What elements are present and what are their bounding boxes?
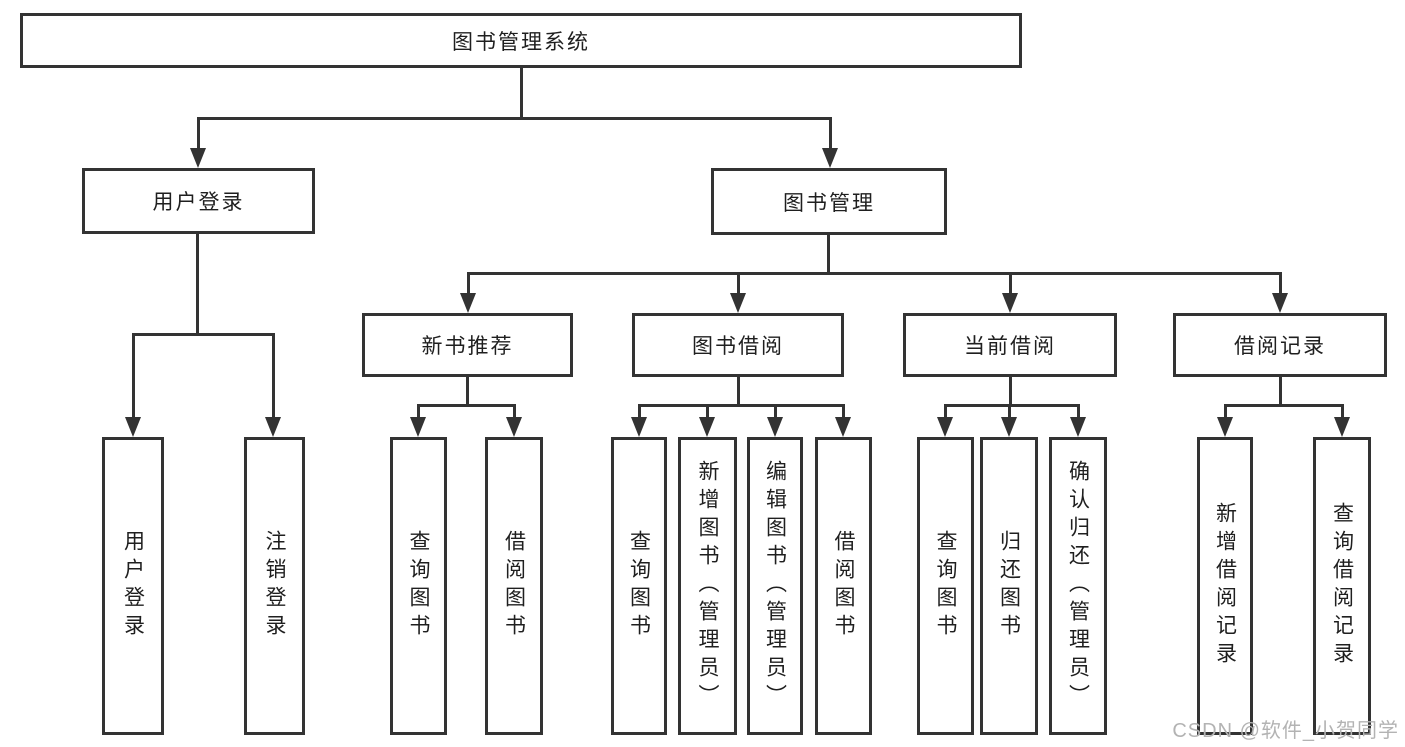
connector-line [467,272,1282,275]
connector-line [417,404,516,407]
arrow-down-icon [190,148,206,168]
arrow-down-icon [1217,417,1233,437]
connector-line [272,333,275,419]
connector-line [196,234,199,336]
leaf-borrow-book-1: 借阅图书 [485,437,543,735]
leaf-add-book: 新增图书（管理员） [678,437,737,735]
leaf-confirm-return: 确认归还（管理员） [1049,437,1107,735]
node-user-login-label: 用户登录 [152,191,245,214]
connector-line [520,68,523,120]
connector-line [1224,404,1227,420]
connector-line [829,117,832,150]
connector-line [827,235,830,275]
leaf-borrow-book-2-label: 借阅图书 [832,530,855,642]
leaf-edit-book-label: 编辑图书（管理员） [763,460,787,712]
arrow-down-icon [631,417,647,437]
leaf-add-record-label: 新增借阅记录 [1213,502,1237,670]
leaf-borrow-book-2: 借阅图书 [815,437,872,735]
connector-line [638,404,641,420]
arrow-down-icon [460,293,476,313]
connector-line [842,404,845,420]
leaf-return-book-label: 归还图书 [997,530,1021,642]
node-borrow-record: 借阅记录 [1173,313,1387,377]
leaf-logout-label: 注销登录 [263,530,286,642]
node-current-borrow: 当前借阅 [903,313,1117,377]
leaf-edit-book: 编辑图书（管理员） [747,437,803,735]
leaf-add-record: 新增借阅记录 [1197,437,1253,735]
arrow-down-icon [835,417,851,437]
leaf-add-book-label: 新增图书（管理员） [696,460,719,712]
node-new-book-rec: 新书推荐 [362,313,573,377]
connector-line [1279,377,1282,407]
connector-line [1279,272,1282,295]
node-book-mgmt: 图书管理 [711,168,947,235]
connector-line [417,404,420,420]
node-book-borrow-label: 图书借阅 [692,335,784,358]
leaf-query-record: 查询借阅记录 [1313,437,1371,735]
leaf-query-book-2: 查询图书 [611,437,667,735]
leaf-query-book-1: 查询图书 [390,437,447,735]
connector-line [197,117,200,150]
arrow-down-icon [937,417,953,437]
node-book-borrow: 图书借阅 [632,313,844,377]
connector-line [1224,404,1343,407]
node-root: 图书管理系统 [20,13,1022,68]
connector-line [774,404,777,420]
connector-line [737,272,740,295]
arrow-down-icon [1001,417,1017,437]
arrow-down-icon [125,417,141,437]
arrow-down-icon [1272,293,1288,313]
leaf-user-login: 用户登录 [102,437,164,735]
connector-line [467,272,470,295]
connector-line [706,404,709,420]
leaf-user-login-label: 用户登录 [121,530,145,642]
arrow-down-icon [767,417,783,437]
csdn-watermark: CSDN @软件_小贺同学 [1172,720,1399,742]
connector-line [1341,404,1344,420]
leaf-borrow-book-1-label: 借阅图书 [502,530,526,642]
connector-line [466,377,469,407]
connector-line [132,333,275,336]
connector-line [638,404,845,407]
leaf-query-book-1-label: 查询图书 [407,530,430,642]
arrow-down-icon [265,417,281,437]
arrow-down-icon [410,417,426,437]
connector-line [944,404,947,420]
arrow-down-icon [1334,417,1350,437]
leaf-return-book: 归还图书 [980,437,1038,735]
leaf-query-book-2-label: 查询图书 [627,530,651,642]
node-root-label: 图书管理系统 [452,30,590,54]
node-new-book-rec-label: 新书推荐 [421,335,514,358]
connector-line [1009,377,1012,407]
leaf-query-book-3-label: 查询图书 [934,530,957,642]
arrow-down-icon [506,417,522,437]
leaf-confirm-return-label: 确认归还（管理员） [1066,460,1090,712]
leaf-query-record-label: 查询借阅记录 [1330,502,1354,670]
connector-line [737,377,740,407]
arrow-down-icon [1070,417,1086,437]
arrow-down-icon [1002,293,1018,313]
connector-line [944,404,1080,407]
arrow-down-icon [699,417,715,437]
node-borrow-record-label: 借阅记录 [1234,335,1326,358]
arrow-down-icon [822,148,838,168]
node-user-login: 用户登录 [82,168,315,234]
connector-line [513,404,516,420]
leaf-query-book-3: 查询图书 [917,437,974,735]
arrow-down-icon [730,293,746,313]
node-current-borrow-label: 当前借阅 [964,335,1056,358]
connector-line [1077,404,1080,420]
connector-line [132,333,135,419]
connector-line [197,117,831,120]
node-book-mgmt-label: 图书管理 [783,191,875,215]
connector-line [1009,272,1012,295]
connector-line [1008,404,1011,420]
leaf-logout: 注销登录 [244,437,305,735]
